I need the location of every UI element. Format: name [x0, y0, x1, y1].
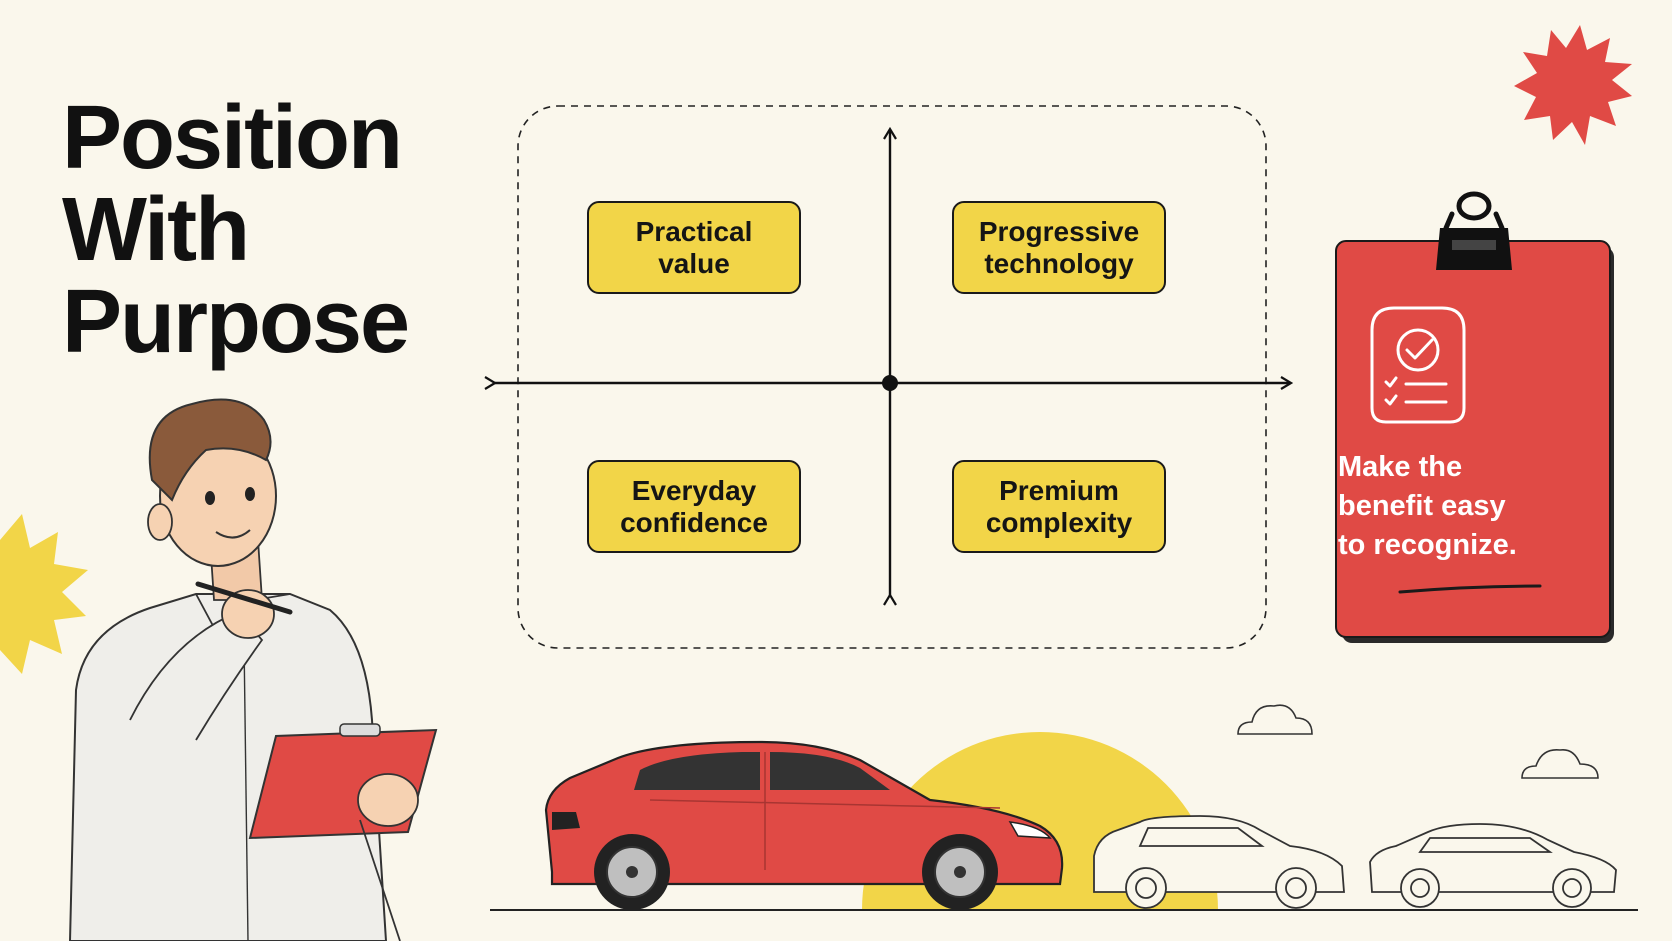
slide-title: Position With Purpose — [62, 88, 410, 372]
matrix-origin-dot — [882, 375, 898, 391]
title-line-1: Position — [62, 88, 403, 188]
quadrant-label-everyday-confidence: Everyday confidence — [587, 460, 801, 553]
sedan-outline-illustration — [1369, 823, 1617, 908]
cloud-icon — [1237, 704, 1313, 735]
person-with-clipboard-illustration — [68, 398, 438, 941]
quadrant-label-progressive-technology: Progressive technology — [952, 201, 1166, 294]
note-underline — [1398, 584, 1542, 594]
binder-clip-icon — [1436, 191, 1512, 270]
yellow-starburst-decoration — [0, 514, 88, 674]
matrix-dashed-frame — [517, 105, 1267, 649]
clipboard-card — [1335, 191, 1614, 643]
quadrant-label-premium-complexity: Premium complexity — [952, 460, 1166, 553]
red-starburst-decoration — [1514, 25, 1632, 145]
red-car-illustration — [544, 740, 1064, 910]
cloud-icon — [1521, 748, 1599, 779]
clipboard-note-text: Make the benefit easy to recognize. — [1338, 451, 1517, 561]
title-line-2: With — [62, 180, 250, 280]
title-line-3: Purpose — [62, 272, 410, 372]
checklist-icon — [1370, 306, 1466, 424]
suv-outline-illustration — [1093, 815, 1345, 909]
quadrant-label-practical-value: Practical value — [587, 201, 801, 294]
